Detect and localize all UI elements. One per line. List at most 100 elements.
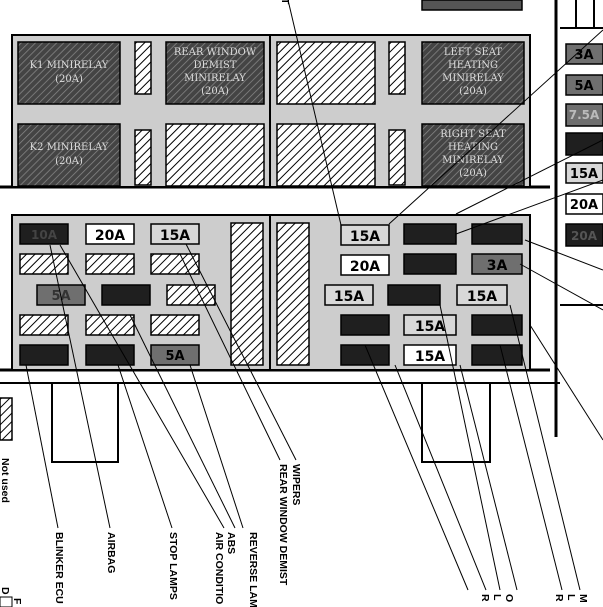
fuse-side-20a-label: 20A [570,198,598,213]
relay-rear-demist-line4: (20A) [201,86,229,97]
label-wipers: WIPERS [290,464,302,505]
corner-f: F [11,598,23,605]
legend-swatch-not-used [0,397,13,441]
label-right-r2: R [553,594,565,602]
fuse-dark-10a [19,223,69,245]
fuse-dark [85,344,135,366]
fuse-side-3a [565,43,603,65]
top-dark-block [421,0,523,11]
fuse-3a-right [471,253,523,275]
fuse-5a-left-label: 5A [165,349,184,364]
unused-slot [388,129,406,186]
relay-k2-line2: (20A) [55,156,83,167]
fuse-side-20a [565,193,603,215]
fuse-20a-left [85,223,135,245]
label-airbag: AIRBAG [105,532,117,573]
fuse-dark [471,314,523,336]
unused-slot [276,222,310,366]
leader-lines [25,0,603,591]
unused-slot [134,129,152,186]
fuse-side-15a-label: 15A [570,167,598,182]
fuse-side-7a [565,103,603,127]
unused-slot [134,41,152,95]
fuse-dark [19,344,69,366]
fuse-side-dark [565,132,603,156]
unused-slot [150,253,200,275]
fuse-20a-right [340,254,390,276]
corner-d: D [0,587,11,595]
relay-k1-line1: K1 MINIRELAY [30,60,109,71]
fuse-side-dark-2 [565,223,603,247]
fuse-side-3a-label: 3A [574,48,593,63]
unused-slot [85,253,135,275]
relay-rear-demist-line1: REAR WINDOW [174,47,257,58]
label-blinker: BLINKER ECU [53,532,65,604]
unused-slot [19,314,69,336]
fuse-15a-right-4-label: 15A [415,319,445,335]
mount-bracket-left [51,383,119,463]
fuse-dark [340,344,390,366]
label-right-m: M [577,594,589,603]
relay-left-seat [421,41,525,105]
fuse-side-dark-2-label: 20A [571,229,598,243]
fuse-15a-right-mid [324,284,374,306]
fuse-15a-right-mid-label: 15A [334,289,364,305]
mount-bracket-right [421,383,491,463]
corner-box [0,596,13,607]
label-rear-demist: REAR WINDOW DEMIST [277,464,289,586]
fuse-5a-left [150,344,200,366]
fuse-dark [471,344,523,366]
unused-slot [230,222,264,366]
fuse-dark [387,284,441,306]
fuse-15a-right-mid2 [456,284,508,306]
fuse-20a-left-label: 20A [95,228,125,244]
fuse-15a-right-5 [403,344,457,366]
fuse-15a-left-label: 15A [160,228,190,244]
fuse-15a-right-5-label: 15A [415,349,445,365]
fuse-side-5a [565,74,603,96]
relay-rear-demist [165,41,265,105]
relay-rear-demist-line3: MINIRELAY [184,73,246,84]
label-right-o: O [503,594,515,602]
relay-left-seat-line2: HEATING [448,60,498,71]
fuse-15a-left [150,223,200,245]
label-abs: ABS [225,532,237,554]
fuse-side-5a-label: 5A [574,79,593,94]
unused-slot [276,41,376,105]
fuse-dark [101,284,151,306]
label-air: AIR CONDITIO [213,532,225,604]
fuse-15a-right-top-label: 15A [350,229,380,245]
fuse-dark [340,314,390,336]
unused-slot [19,253,69,275]
unused-slot [150,314,200,336]
unused-slot [85,314,135,336]
relay-right-seat-line3: MINIRELAY [442,155,504,166]
label-right-l: L [491,594,503,601]
unused-slot [276,123,376,187]
unused-slot [388,41,406,95]
fuse-side-7a-label: 7.5A [569,108,600,122]
relay-left-seat-line4: (20A) [459,86,487,97]
relay-right-seat-line4: (20A) [459,168,487,179]
relay-k2-line1: K2 MINIRELAY [30,142,109,153]
fuse-side-15a [565,162,603,184]
label-right-l2: L [565,594,577,601]
relay-right-seat [421,123,525,187]
relay-k2 [17,123,121,187]
legend-not-used: Not used [0,458,11,503]
relay-rear-demist-line2: DEMIST [193,60,236,71]
fuse-3a-right-label: 3A [487,258,508,274]
fuse-dark [403,253,457,275]
label-stop: STOP LAMPS [167,532,179,600]
fuse-15a-right-mid2-label: 15A [467,289,497,305]
label-right-r: R [479,594,491,602]
unused-slot [166,284,216,306]
unused-slot [165,123,265,187]
fuse-20a-right-label: 20A [350,259,380,275]
fuse-dark-10a-label: 10A [31,228,58,242]
relay-k1 [17,41,121,105]
relay-left-seat-line1: LEFT SEAT [444,47,503,58]
fuse-dark [471,223,523,245]
